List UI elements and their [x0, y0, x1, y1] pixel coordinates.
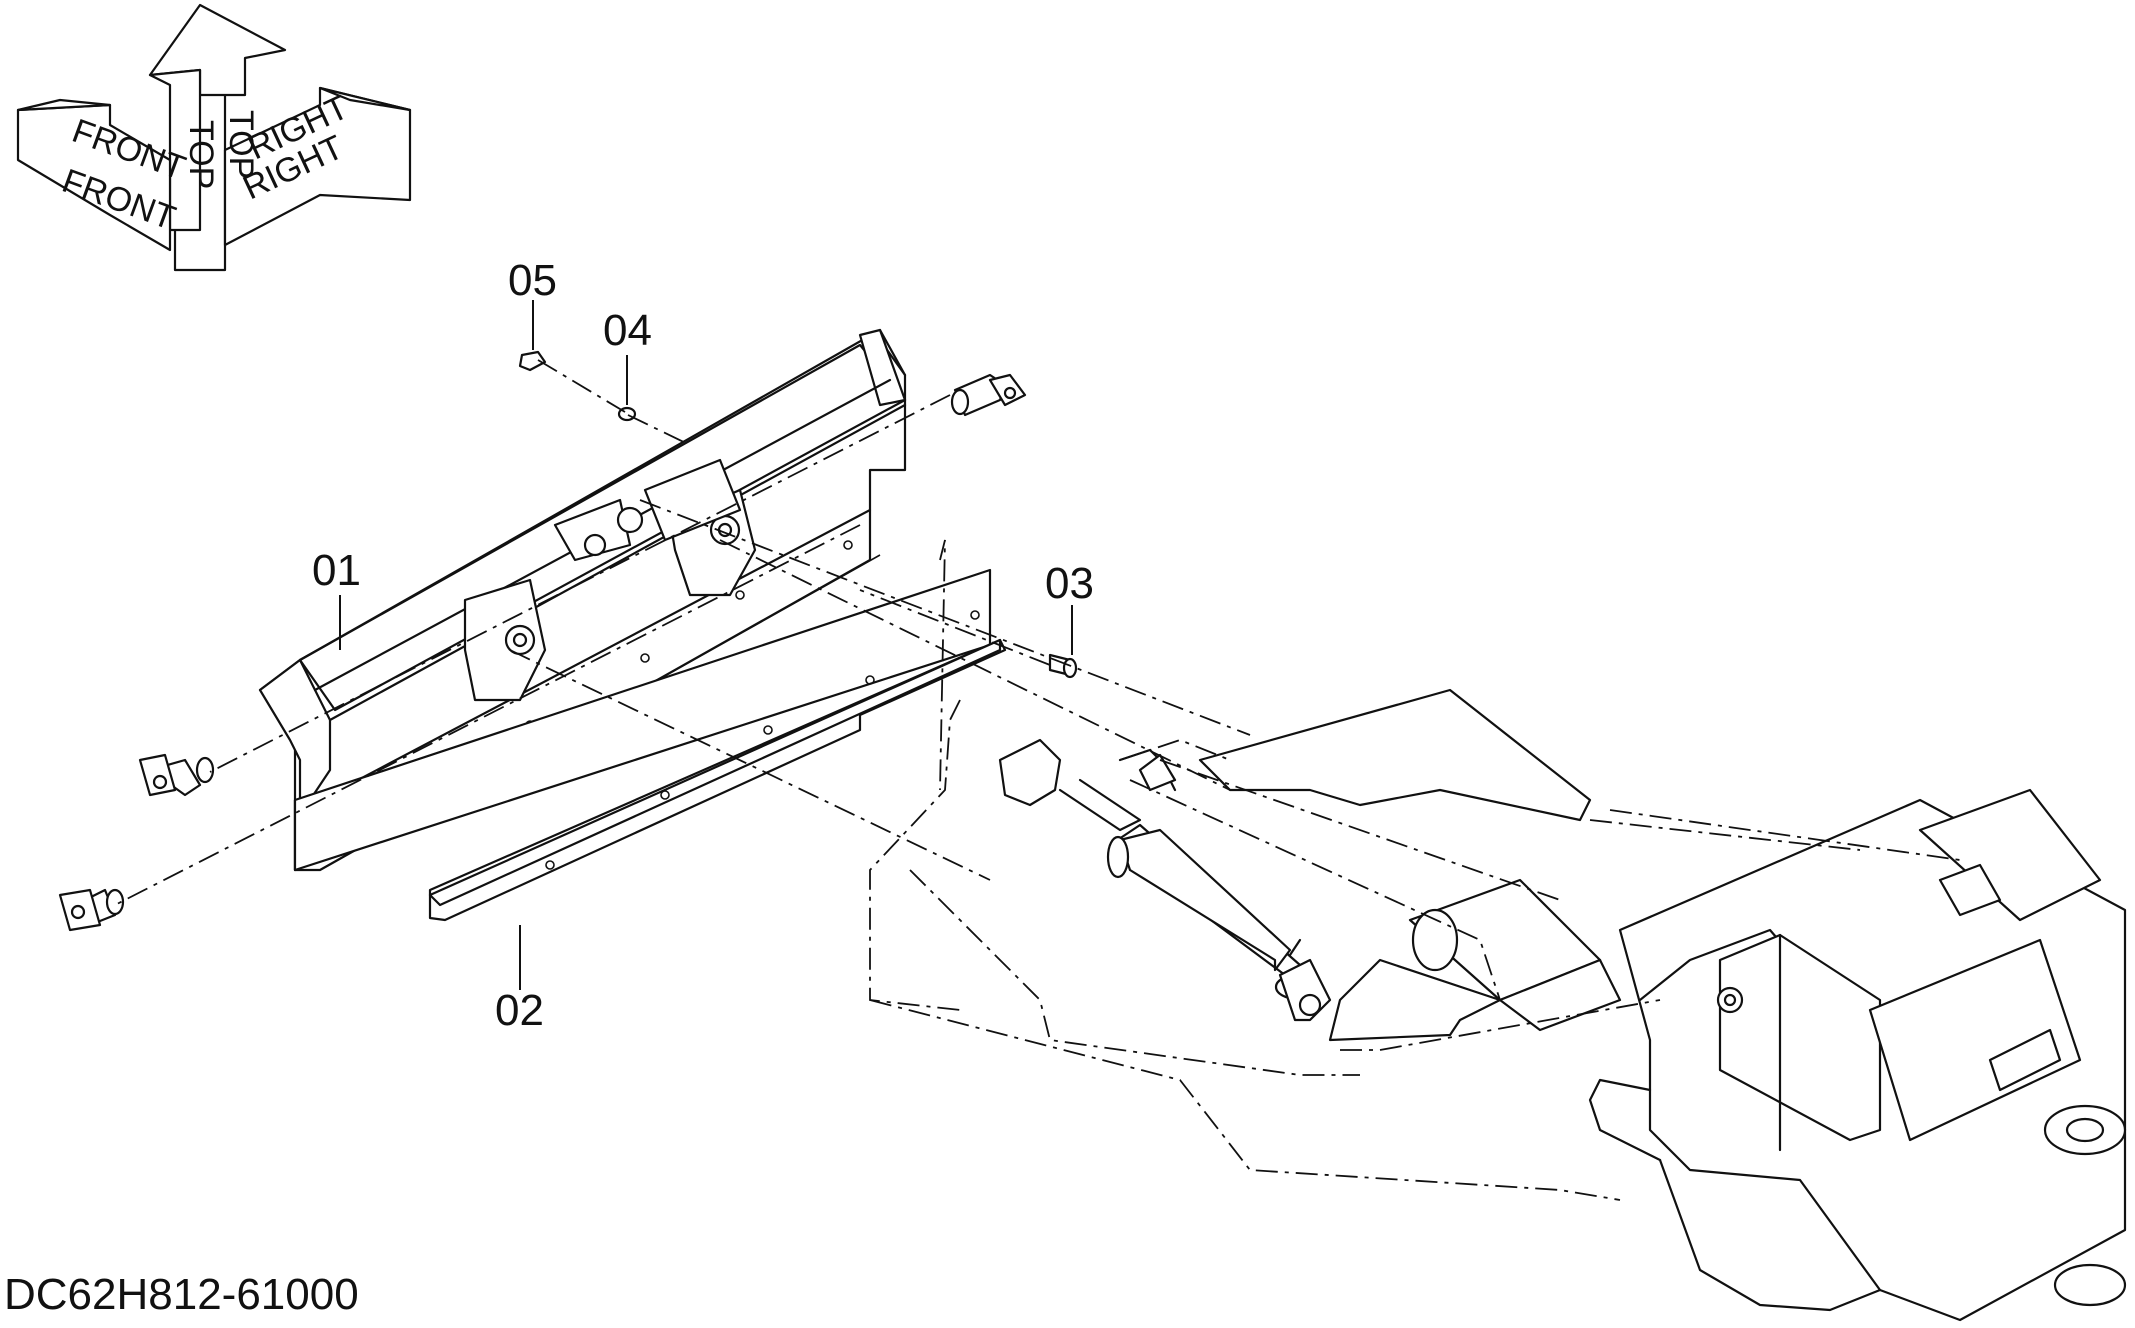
bolt-03	[1048, 653, 1078, 679]
callout-leaders	[339, 300, 1073, 990]
assembly-lines	[114, 359, 1961, 1201]
pin-left-lower	[58, 888, 125, 932]
callout-04: 04	[603, 306, 652, 355]
part-01-bracket	[258, 328, 907, 872]
drawing-code: DC62H812-61000	[4, 1270, 359, 1319]
callout-03: 03	[1045, 559, 1094, 608]
callout-05: 05	[508, 256, 557, 305]
hydraulic-cylinder	[998, 738, 1332, 1022]
part-02-plate	[293, 568, 1007, 922]
boom-assembly	[1118, 688, 2127, 1322]
pin-left-upper	[138, 753, 215, 797]
nut-05	[518, 350, 547, 372]
pin-upper-right	[950, 373, 1027, 417]
callout-01: 01	[312, 546, 361, 595]
top-label: TOP	[182, 120, 220, 189]
top-label-back: TOP	[222, 110, 260, 179]
callout-02: 02	[495, 986, 544, 1035]
orientation-indicator: FRONT FRONT TOP TOP RIGHT RIGHT	[16, 3, 412, 272]
